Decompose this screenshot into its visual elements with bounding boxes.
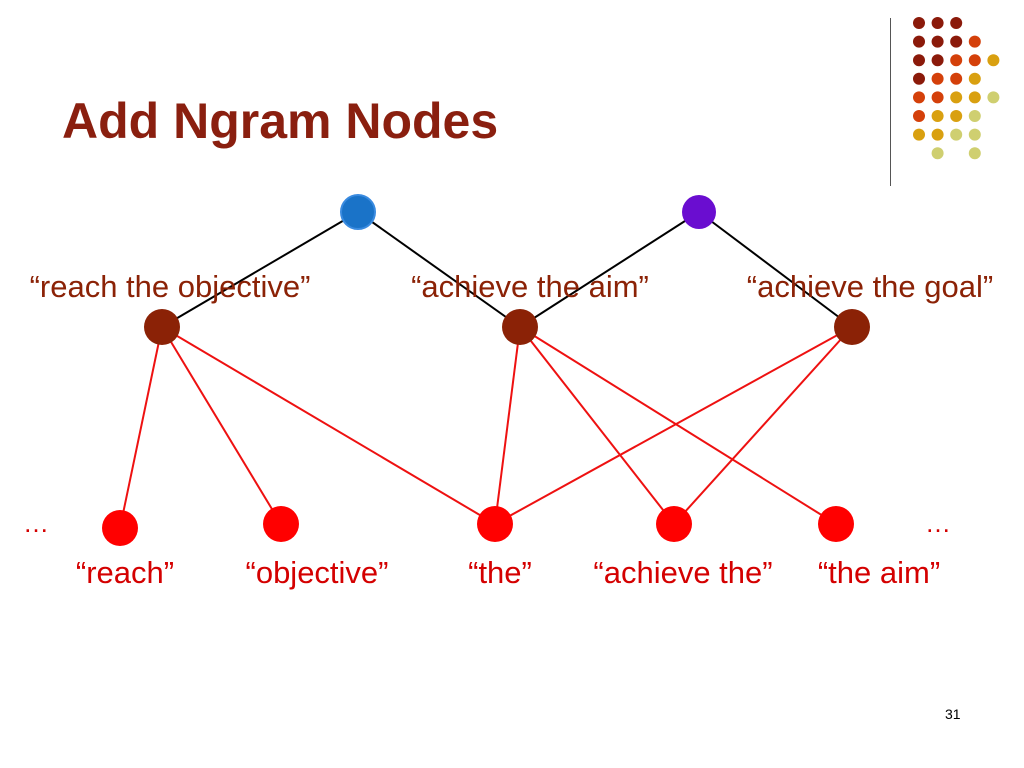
ngram-label-objective: “objective” <box>246 555 389 590</box>
phrase-label-achieve-the-goal: “achieve the goal” <box>747 269 993 304</box>
decorative-dot <box>931 72 944 85</box>
decorative-dot <box>913 72 925 85</box>
decorative-dot <box>913 110 925 122</box>
decorative-dot <box>913 17 925 29</box>
decorative-dot <box>931 17 944 29</box>
ngram-edge-phrase-achieve-the-aim-to-ngram-the-aim <box>519 326 837 525</box>
decorative-dot <box>931 54 944 67</box>
decorative-dot <box>913 128 925 141</box>
phrase-node-phrase-reach-the-objective <box>144 309 180 345</box>
decorative-dot <box>968 147 981 160</box>
decorative-dot <box>931 91 944 104</box>
ngram-edge-phrase-reach-the-objective-to-ngram-the <box>161 326 496 525</box>
hierarchy-edge-top-right-to-phrase-achieve-the-goal <box>698 211 853 328</box>
ngram-edge-phrase-achieve-the-aim-to-ngram-the <box>494 326 521 525</box>
ngram-edge-phrase-achieve-the-goal-to-ngram-the <box>494 326 853 525</box>
ellipsis-left: … <box>23 508 49 538</box>
decorative-dot <box>931 128 944 141</box>
decorative-dot <box>968 72 981 85</box>
decorative-dot <box>968 35 981 48</box>
ngram-label-the: “the” <box>468 555 532 590</box>
graph-nodes <box>102 194 870 546</box>
ngram-node-ngram-reach <box>102 510 138 546</box>
phrase-label-achieve-the-aim: “achieve the aim” <box>411 269 649 304</box>
decorative-dot <box>950 54 963 67</box>
ngram-node-ngram-the <box>477 506 513 542</box>
ngram-label-the-aim: “the aim” <box>818 555 940 590</box>
ngram-node-ngram-achieve-the <box>656 506 692 542</box>
ngram-node-ngram-the-aim <box>818 506 854 542</box>
decorative-dot <box>950 72 963 85</box>
slide-title: Add Ngram Nodes <box>62 93 499 149</box>
top-node-top-left <box>340 194 376 230</box>
ellipsis-right: … <box>925 508 951 538</box>
decorative-dot <box>950 35 963 48</box>
decorative-dot <box>931 147 944 160</box>
ngram-label-reach: “reach” <box>76 555 174 590</box>
decorative-dot <box>950 91 963 104</box>
decorative-dot <box>913 91 925 104</box>
decorative-dot <box>950 110 963 122</box>
decorative-dot <box>913 54 925 67</box>
top-node-top-right <box>682 195 716 229</box>
ngram-label-achieve-the: “achieve the” <box>593 555 772 590</box>
decorative-dot <box>968 91 981 104</box>
decorative-dot <box>987 91 1000 104</box>
hierarchy-edge-top-right-to-phrase-achieve-the-aim <box>519 211 700 328</box>
decorative-dot <box>931 110 944 122</box>
decorative-dot-grid <box>913 17 1000 160</box>
decorative-dot <box>950 128 963 141</box>
ngram-edge-phrase-achieve-the-goal-to-ngram-achieve-the <box>673 326 853 525</box>
phrase-node-phrase-achieve-the-aim <box>502 309 538 345</box>
decorative-dot <box>968 110 981 122</box>
decorative-dot <box>931 35 944 48</box>
ngram-edge-phrase-reach-the-objective-to-ngram-reach <box>119 326 163 529</box>
decorative-dot <box>987 54 1000 67</box>
header-divider <box>890 18 891 186</box>
ngram-node-ngram-objective <box>263 506 299 542</box>
decorative-dot <box>968 128 981 141</box>
decorative-dot <box>950 17 963 29</box>
phrase-node-phrase-achieve-the-goal <box>834 309 870 345</box>
hierarchy-edge-top-left-to-phrase-achieve-the-aim <box>357 211 521 328</box>
slide-page-number: 31 <box>945 706 961 722</box>
hierarchy-edge-top-left-to-phrase-reach-the-objective <box>161 211 359 328</box>
ngram-edge-phrase-reach-the-objective-to-ngram-objective <box>161 326 282 525</box>
phrase-label-reach-the-objective: “reach the objective” <box>30 269 311 304</box>
graph-edges <box>119 211 853 529</box>
decorative-dot <box>968 54 981 67</box>
decorative-dot <box>913 35 925 48</box>
ngram-edge-phrase-achieve-the-aim-to-ngram-achieve-the <box>519 326 675 525</box>
